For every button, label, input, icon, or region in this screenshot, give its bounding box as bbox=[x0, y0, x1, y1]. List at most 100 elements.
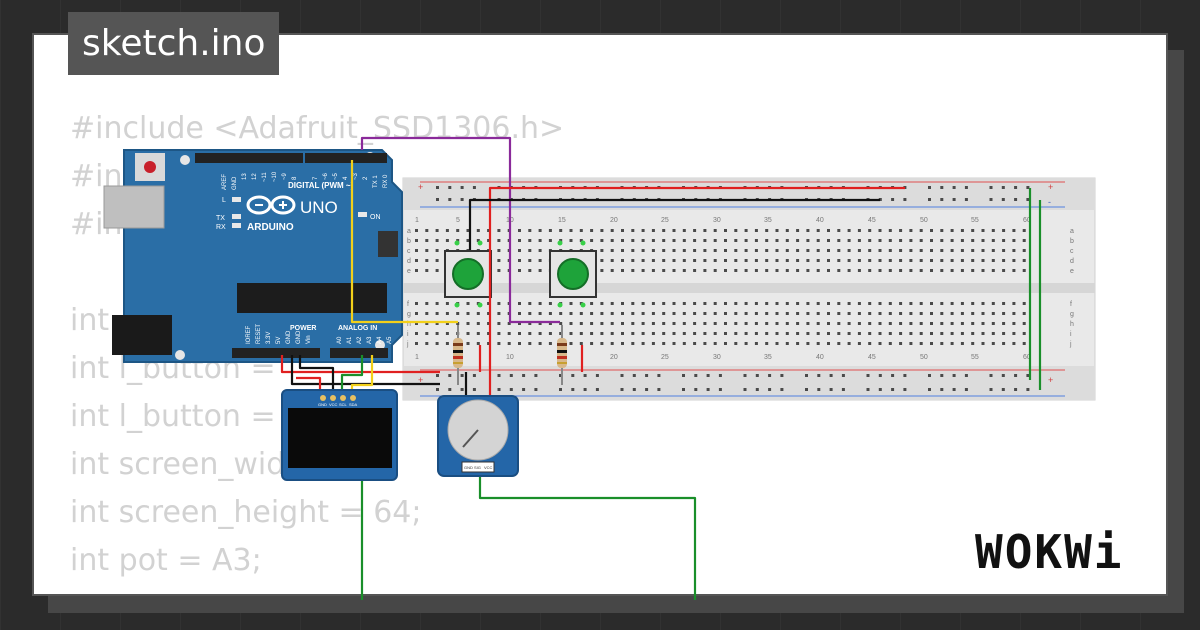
breadboard-hole bbox=[548, 312, 552, 315]
pin-label: A5 bbox=[387, 336, 393, 344]
breadboard-hole bbox=[816, 269, 820, 272]
breadboard-hole bbox=[847, 342, 851, 345]
breadboard-hole bbox=[928, 198, 931, 201]
col-label: 1 bbox=[415, 354, 419, 361]
breadboard-hole bbox=[754, 229, 758, 232]
row-label: i bbox=[1070, 331, 1072, 338]
arduino-uno-board[interactable]: AREF GND 13 12 ~11 ~10 ~9 8 7 ~6 ~5 4 ~3… bbox=[103, 149, 403, 363]
breadboard-hole bbox=[631, 312, 635, 315]
breadboard-hole bbox=[445, 229, 449, 232]
pot-pin-header bbox=[461, 461, 495, 473]
wire-yellow bbox=[350, 160, 458, 324]
breadboard-hole bbox=[1002, 312, 1006, 315]
breadboard-hole bbox=[930, 249, 933, 252]
breadboard-hole bbox=[534, 388, 538, 391]
breadboard-hole bbox=[940, 342, 944, 345]
breadboard-hole bbox=[610, 322, 614, 325]
pushbutton-left[interactable] bbox=[444, 240, 492, 308]
breadboard-hole bbox=[528, 229, 532, 232]
breadboard-hole bbox=[693, 302, 697, 305]
breadboard-hole bbox=[528, 269, 532, 272]
breadboard-hole bbox=[816, 229, 820, 232]
col-label: 40 bbox=[816, 217, 824, 224]
breadboard-hole bbox=[981, 342, 985, 345]
breadboard-hole bbox=[796, 312, 800, 315]
breadboard-hole bbox=[445, 342, 449, 345]
breadboard-hole bbox=[857, 239, 861, 242]
breadboard-hole bbox=[1002, 302, 1006, 305]
breadboard-hole bbox=[744, 259, 748, 262]
pin-label: A0 bbox=[337, 336, 343, 344]
breadboard-hole bbox=[960, 312, 964, 315]
breadboard-hole bbox=[682, 229, 686, 232]
pushbutton-right[interactable] bbox=[549, 240, 597, 308]
breadboard-hole bbox=[1022, 322, 1026, 325]
resistor-left[interactable] bbox=[453, 325, 463, 385]
breadboard-hole bbox=[590, 322, 594, 325]
breadboard-hole bbox=[1014, 198, 1018, 201]
breadboard-hole bbox=[651, 249, 655, 252]
breadboard[interactable]: + + + + - 1 5 10 15 20 25 30 35 40 45 50… bbox=[402, 177, 1096, 401]
breadboard-hole bbox=[703, 302, 707, 305]
resistor-right[interactable] bbox=[557, 325, 567, 385]
row-label: a bbox=[407, 228, 411, 235]
breadboard-hole bbox=[600, 249, 604, 252]
breadboard-hole bbox=[837, 259, 841, 262]
breadboard-hole bbox=[744, 302, 748, 305]
breadboard-hole bbox=[909, 312, 913, 315]
breadboard-hole bbox=[590, 342, 594, 345]
breadboard-hole bbox=[651, 302, 655, 305]
breadboard-hole bbox=[899, 312, 903, 315]
button-cap bbox=[452, 258, 484, 290]
breadboard-hole bbox=[713, 249, 717, 252]
breadboard-hole bbox=[888, 239, 892, 242]
breadboard-hole bbox=[600, 259, 604, 262]
breadboard-hole bbox=[718, 374, 722, 377]
breadboard-hole bbox=[682, 342, 686, 345]
breadboard-hole bbox=[497, 374, 501, 377]
breadboard-hole bbox=[595, 388, 599, 391]
breadboard-hole bbox=[497, 332, 501, 335]
breadboard-hole bbox=[448, 198, 452, 201]
breadboard-hole bbox=[806, 322, 810, 325]
breadboard-hole bbox=[1012, 302, 1016, 305]
breadboard-hole bbox=[775, 302, 779, 305]
breadboard-hole bbox=[950, 302, 954, 305]
oled-display[interactable]: GND VCC SCL SDA bbox=[281, 389, 398, 481]
breadboard-hole bbox=[754, 302, 758, 305]
breadboard-hole bbox=[693, 342, 697, 345]
col-label: 25 bbox=[661, 354, 669, 361]
breadboard-hole bbox=[919, 312, 923, 315]
breadboard-hole bbox=[888, 249, 892, 252]
breadboard-hole bbox=[1012, 322, 1016, 325]
potentiometer[interactable]: GND SIG VCC bbox=[437, 395, 519, 477]
breadboard-hole bbox=[425, 332, 429, 335]
breadboard-hole bbox=[662, 259, 666, 262]
breadboard-hole bbox=[476, 322, 480, 325]
breadboard-hole bbox=[878, 229, 882, 232]
breadboard-hole bbox=[780, 374, 784, 377]
breadboard-hole bbox=[497, 229, 501, 232]
breadboard-hole bbox=[651, 322, 655, 325]
breadboard-hole bbox=[610, 269, 614, 272]
col-label: 10 bbox=[506, 354, 514, 361]
sketch-filename: sketch.ino bbox=[68, 12, 280, 75]
breadboard-hole bbox=[827, 259, 830, 262]
breadboard-hole bbox=[651, 239, 655, 242]
breadboard-hole bbox=[928, 374, 931, 377]
breadboard-hole bbox=[928, 388, 931, 391]
mounting-hole bbox=[175, 350, 185, 360]
breadboard-hole bbox=[899, 322, 903, 325]
breadboard-hole bbox=[657, 374, 661, 377]
breadboard-hole bbox=[868, 312, 872, 315]
breadboard-hole bbox=[950, 342, 954, 345]
pin-label: 8 bbox=[292, 176, 298, 180]
pin-label: SDA bbox=[349, 402, 358, 407]
breadboard-hole bbox=[559, 374, 562, 377]
breadboard-hole bbox=[641, 322, 645, 325]
breadboard-hole bbox=[981, 332, 985, 335]
breadboard-hole bbox=[827, 239, 830, 242]
col-label: 60 bbox=[1023, 354, 1031, 361]
col-label: 1 bbox=[415, 217, 419, 224]
pin-label: GND bbox=[318, 402, 327, 407]
